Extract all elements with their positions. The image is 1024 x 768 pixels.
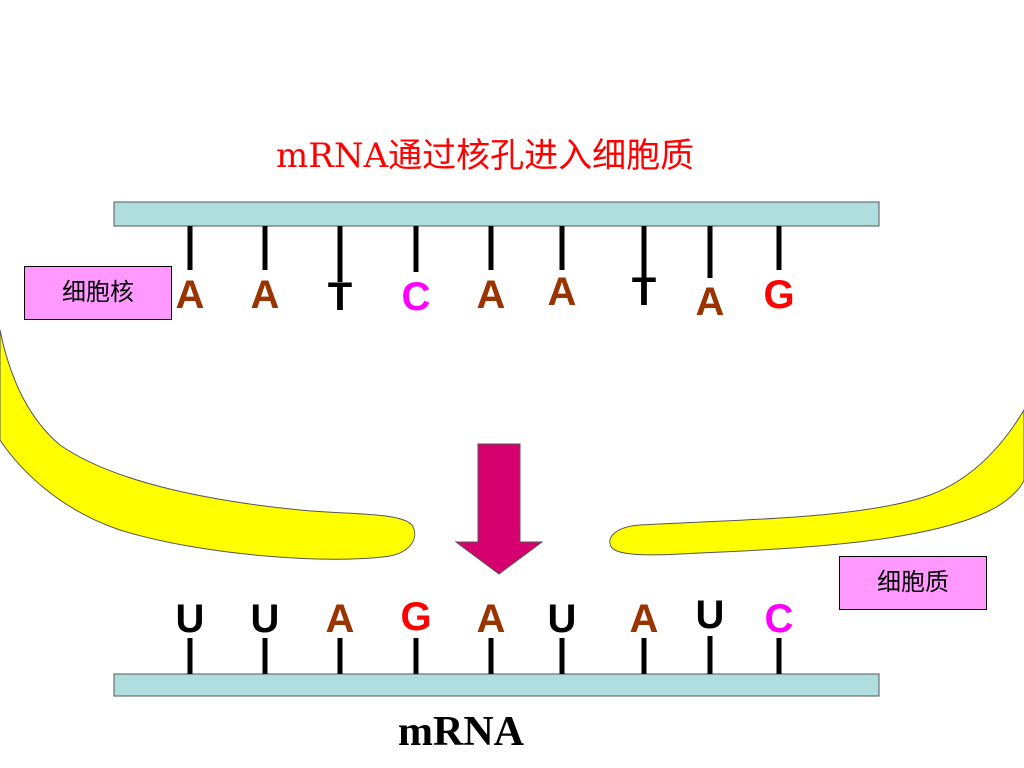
bottom-base-8: U: [696, 593, 725, 637]
top-base-8: A: [696, 280, 725, 324]
bottom-base-5: A: [477, 597, 506, 641]
top-base-2: A: [251, 273, 280, 317]
bottom-strand-backbone: [113, 673, 880, 697]
top-base-3: T: [328, 275, 352, 319]
top-base-5: A: [477, 273, 506, 317]
bottom-base-3: A: [326, 597, 355, 641]
nuclear-membrane-left: [0, 329, 416, 560]
nucleus-label: 细胞核: [24, 266, 172, 320]
bottom-base-7: A: [630, 597, 659, 641]
top-base-4: C: [402, 275, 431, 319]
top-base-6: A: [548, 270, 577, 314]
nuclear-membrane-right: [609, 409, 1024, 556]
bottom-base-4: G: [400, 595, 431, 639]
bottom-base-9: C: [765, 597, 794, 641]
page-title: mRNA通过核孔进入细胞质: [276, 136, 695, 176]
down-arrow: [454, 443, 544, 575]
bottom-base-6: U: [548, 597, 577, 641]
cytoplasm-label: 细胞质: [839, 556, 987, 610]
top-base-7: T: [632, 270, 656, 314]
top-strand-backbone: [113, 201, 880, 227]
mrna-label: mRNA: [398, 709, 524, 755]
top-base-1: A: [176, 273, 205, 317]
bottom-base-1: U: [176, 597, 205, 641]
top-base-9: G: [763, 273, 794, 317]
bottom-base-2: U: [251, 597, 280, 641]
